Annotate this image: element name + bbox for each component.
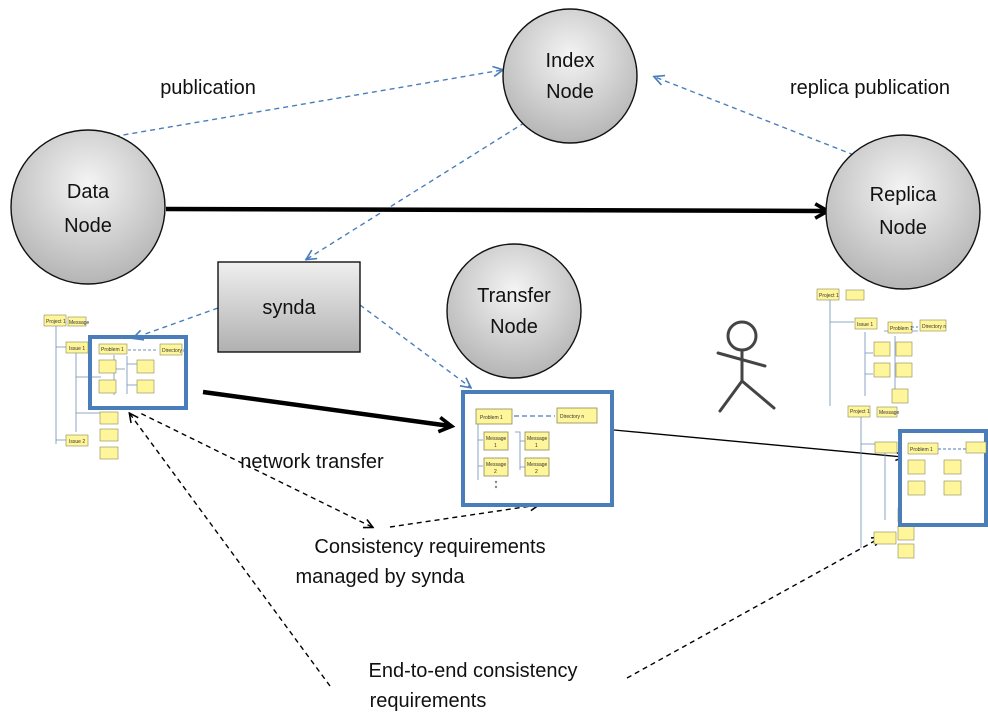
data-node: Data Node bbox=[10, 129, 166, 285]
end-to-end-label-2: requirements bbox=[370, 690, 487, 712]
publication-label: publication bbox=[160, 77, 256, 99]
transfer-msg-d-num: 2 bbox=[535, 469, 538, 475]
replica-node-label-2: Node bbox=[879, 217, 927, 239]
replica-frame-problem-label: Problem 1 bbox=[910, 447, 933, 453]
replica-directory-label: Directory n bbox=[922, 324, 946, 330]
transfer-node-label-1: Transfer bbox=[477, 285, 551, 307]
user-stick-figure-icon bbox=[716, 320, 776, 413]
replica-message-label: Message bbox=[879, 410, 900, 416]
transfer-directory-label: Directory n bbox=[560, 414, 584, 420]
replica-project2-label: Project 1 bbox=[850, 409, 870, 415]
index-node-label-1: Index bbox=[546, 50, 595, 72]
transfer-msg-c-num: 1 bbox=[535, 443, 538, 449]
replica-node: Replica Node bbox=[825, 134, 981, 290]
replica-publication-label: replica publication bbox=[790, 77, 950, 99]
tree-issue2-label: Issue 2 bbox=[69, 439, 85, 445]
end-to-end-right-arrow bbox=[626, 538, 880, 679]
tree-directory-label: Directory n bbox=[162, 348, 186, 354]
synda-label: synda bbox=[262, 297, 316, 319]
transfer-msg-b-num: 2 bbox=[494, 469, 497, 475]
transfer-msg-a-num: 1 bbox=[494, 443, 497, 449]
index-node: Index Node bbox=[502, 8, 638, 144]
data-to-replica-arrow bbox=[165, 202, 832, 220]
data-node-label-2: Node bbox=[64, 215, 112, 237]
transfer-msg-d-label: Message bbox=[527, 462, 548, 468]
data-node-label-1: Data bbox=[67, 181, 110, 203]
tree-project-label: Project 1 bbox=[46, 319, 66, 325]
index-node-label-2: Node bbox=[546, 81, 594, 103]
replica-node-label-1: Replica bbox=[870, 184, 938, 206]
transfer-msg-c-label: Message bbox=[527, 436, 548, 442]
replica-project-label: Project 1 bbox=[819, 293, 839, 299]
synda-index-arrow bbox=[307, 118, 532, 259]
replica-file-tree-bottom: Problem 1 Project 1 Message bbox=[847, 405, 988, 559]
end-to-end-left-arrow bbox=[130, 414, 331, 687]
local-subset-frame bbox=[88, 335, 188, 410]
synda-to-local-tree-arrow bbox=[134, 307, 219, 338]
end-to-end-label-1: End-to-end consistency bbox=[368, 660, 577, 682]
replica-issue1-label: Issue 1 bbox=[857, 322, 873, 328]
consistency-synda-label-2: managed by synda bbox=[295, 566, 465, 588]
transfer-to-replica-arrow bbox=[613, 429, 903, 457]
consistency-synda-label-1: Consistency requirements bbox=[314, 536, 545, 558]
consistency-synda-arrows bbox=[137, 411, 538, 527]
replica-problem-label: Problem 1 bbox=[890, 326, 913, 332]
local-file-tree: Project 1 Message Issue 1 Issue 2 Direct… bbox=[43, 314, 188, 460]
synda-to-transfer-arrow bbox=[359, 304, 470, 387]
transfer-msg-a-label: Message bbox=[486, 436, 507, 442]
replica-file-tree-top: Project 1 Issue 1 Problem 1 Directory n bbox=[816, 288, 946, 406]
transfer-node-label-2: Node bbox=[490, 316, 538, 338]
tree-problem-label: Problem 1 bbox=[101, 347, 124, 353]
network-transfer-label: network transfer bbox=[240, 451, 384, 473]
tree-issue1-label: Issue 1 bbox=[69, 346, 85, 352]
publication-arrow bbox=[87, 70, 502, 142]
transfer-node: Transfer Node bbox=[446, 243, 582, 379]
transfer-msg-b-label: Message bbox=[486, 462, 507, 468]
transfer-problem-label: Problem 1 bbox=[480, 415, 503, 421]
transfer-file-subset: Problem 1 Directory n Message 1 Message … bbox=[461, 390, 614, 507]
synda-box: synda bbox=[217, 261, 361, 353]
network-transfer-arrow bbox=[202, 389, 456, 434]
tree-message-label: Message bbox=[69, 320, 90, 326]
